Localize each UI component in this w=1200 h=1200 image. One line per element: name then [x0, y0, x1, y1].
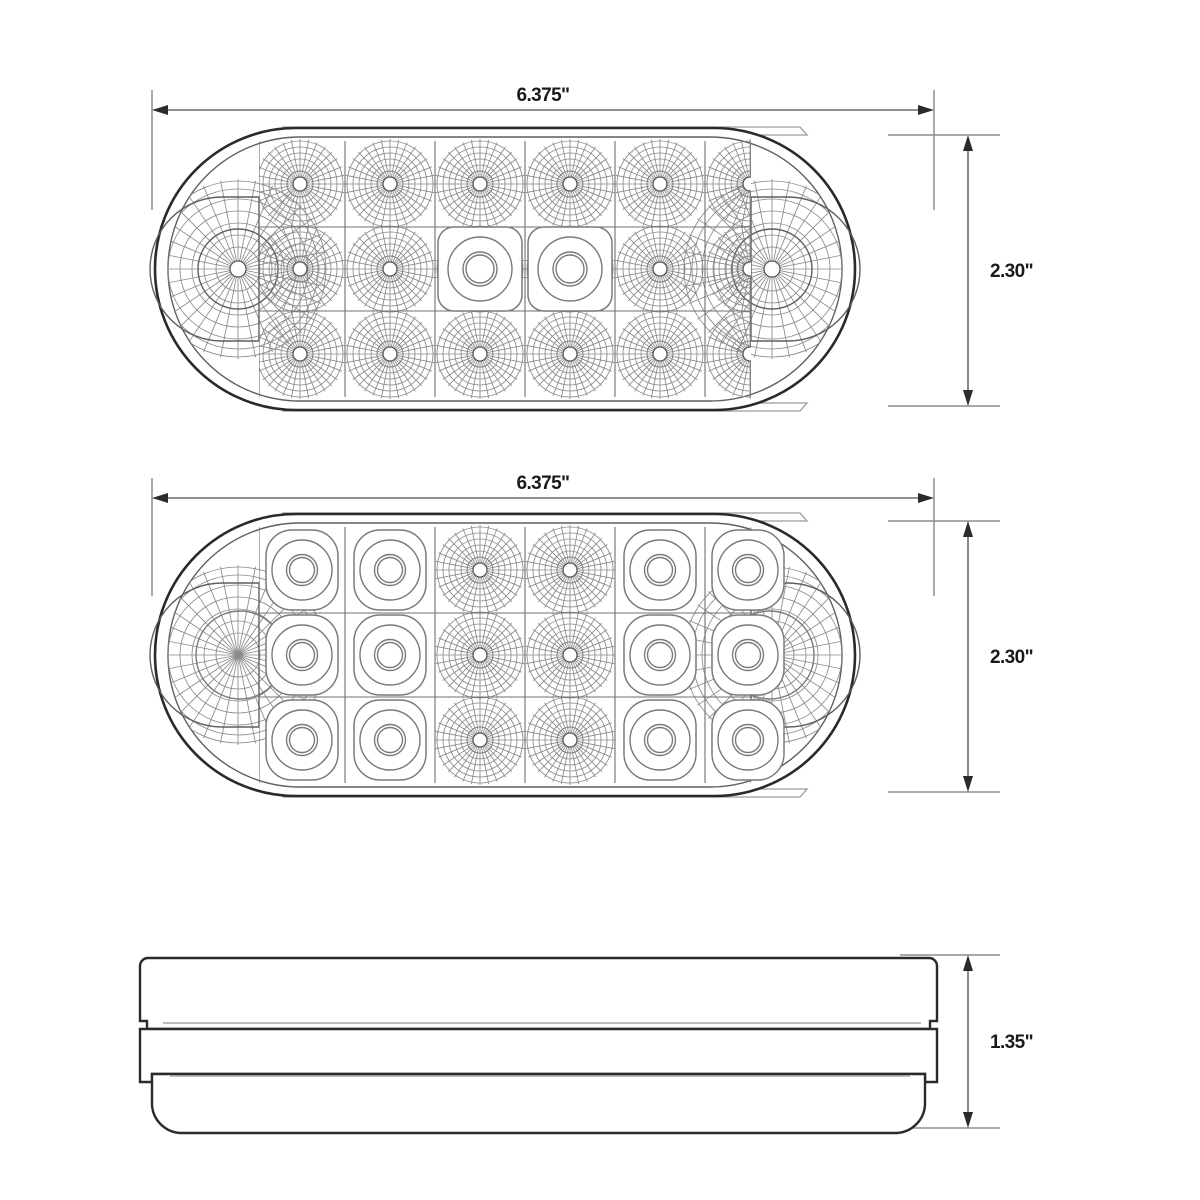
dimension-width-top-2: 6.375"	[151, 473, 935, 596]
view-top-fresnel: 6.375" 2.30"	[149, 85, 1034, 412]
led-node-group-2	[472, 562, 578, 748]
dimension-label-width-2: 6.375"	[517, 473, 570, 494]
dimension-label-height-2: 2.30"	[990, 647, 1033, 668]
dimension-depth-right-3: 1.35"	[900, 954, 1034, 1129]
dimension-height-right-1: 2.30"	[888, 134, 1034, 407]
view-middle-modules: 6.375" 2.30"	[149, 473, 1034, 798]
dimension-height-right-2: 2.30"	[888, 520, 1034, 793]
view-side-profile: 1.35"	[138, 954, 1034, 1135]
dimension-label-width-1: 6.375"	[517, 85, 570, 106]
dimension-width-top-1: 6.375"	[151, 85, 935, 210]
lens-profile-top	[138, 956, 939, 1031]
endcap-lens-left-1	[149, 196, 279, 342]
fresnel-optic-field-2	[259, 524, 751, 786]
dimension-label-depth-3: 1.35"	[990, 1032, 1033, 1053]
endcap-lens-right-1	[731, 196, 861, 342]
housing-profile-bottom	[150, 1072, 927, 1135]
dimension-label-height-1: 2.30"	[990, 261, 1033, 282]
led-node-group-1	[292, 176, 751, 362]
